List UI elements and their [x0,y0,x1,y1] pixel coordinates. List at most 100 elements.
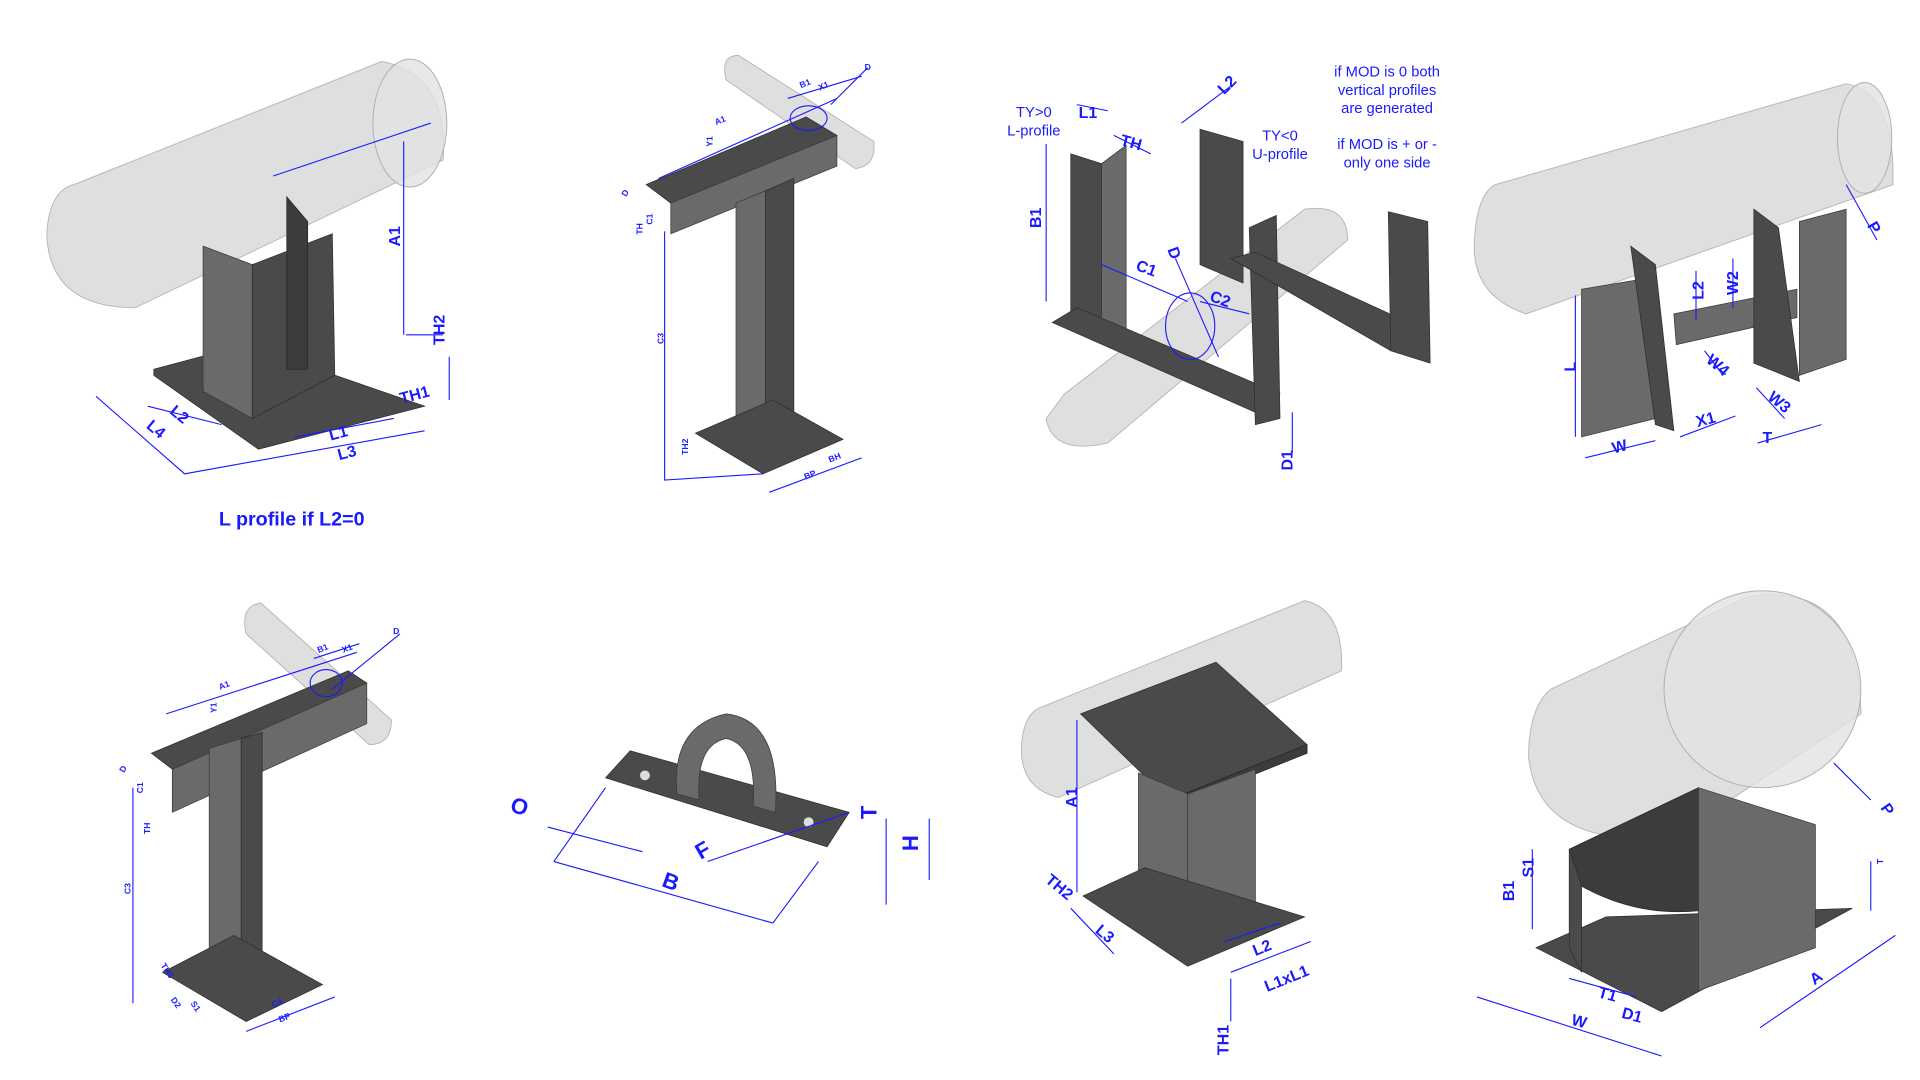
base-plate [161,934,324,1022]
dim-TH: TH [1119,132,1144,154]
dim-S1: S1 [189,999,203,1014]
bolt-hole [803,817,814,828]
dimension-lines [132,633,401,1032]
dim-L2: L2 [1215,73,1240,98]
dim-C1: C1 [644,213,654,224]
dimension-lines [1070,720,1311,1022]
panel-4-saddle: P L2 W2 L W4 W3 X1 W T [1473,81,1894,459]
dim-B1: B1 [1501,881,1518,902]
dim-L3: L3 [336,443,359,464]
mod-note-1: if MOD is 0 both [1334,64,1440,80]
clamp-strap [675,713,777,813]
dimension-lines [547,787,930,924]
dim-C3: C3 [655,333,665,344]
caption: L profile if L2=0 [219,509,365,531]
pipe-end [1663,590,1862,789]
dim-B1: B1 [798,77,812,90]
dimension-lines [95,122,450,475]
gusset [286,195,309,370]
dim-A1: A1 [713,114,727,127]
dim-TH1: TH1 [1215,1025,1232,1055]
mod-note-2: only one side [1344,155,1431,171]
dim-H: H [898,835,923,851]
pipe-circle [789,105,828,132]
dim-A1: A1 [217,678,231,691]
dim-B: B [659,867,683,896]
panel-1-shoe-base-plate: A1 TH2 TH1 L1 L2 L3 L4 L profile if L2=0 [46,58,450,531]
dim-C4: C4 [270,996,284,1009]
dim-BH: BH [827,451,842,465]
pipe-end [372,58,448,188]
dim-O: O [507,792,532,821]
dim-L1xL1: L1xL1 [1262,963,1311,996]
post-side [765,177,795,438]
label-ty-negative: TY<0 [1262,128,1298,144]
cradle-front [1568,849,1582,973]
panel-5-t-post-u: A1 B1 X1 D Y1 D C1 TH C3 TH3 D2 S1 C4 BP [117,602,401,1032]
dim-C1: C1 [1134,258,1159,281]
dim-L1: L1 [327,423,350,444]
label-l-profile: L-profile [1007,123,1060,139]
dim-T: T [1875,858,1885,864]
dim-D: D [1163,245,1183,262]
dim-B1: B1 [316,642,330,655]
mod-note-2: if MOD is + or - [1337,137,1437,153]
l-profile-left-side [1101,144,1127,339]
label-u-profile: U-profile [1252,147,1308,163]
dim-L4: L4 [143,417,168,442]
dim-D: D [393,626,399,636]
panel-3-profile-frame: TY>0 L-profile L1 TH L2 TY<0 U-profile i… [1007,64,1440,470]
dim-TH1: TH1 [398,384,432,408]
dim-W2: W2 [1725,271,1742,295]
dim-D-left: D [117,764,129,774]
dimension-lines [1045,85,1293,453]
panel-7-i-support: A1 TH2 L3 L2 L1xL1 TH1 [1021,600,1343,1055]
cradle-side [1698,787,1816,992]
label-ty-positive: TY>0 [1016,105,1052,121]
bottom-beam [1051,307,1281,413]
dim-TH: TH [142,823,152,834]
bolt-hole [640,770,650,781]
dimension-lines [658,67,869,493]
pipe-end [1837,81,1893,194]
dim-L3: L3 [1092,922,1117,947]
dimension-lines [1574,184,1878,459]
dim-W: W [1570,1012,1590,1033]
web-right [1753,208,1800,383]
clamp-flange [604,750,850,848]
mod-note-1: are generated [1341,101,1433,117]
dim-D: D [865,62,871,72]
dimension-lines [1476,762,1896,1057]
dim-D1: D1 [1620,1005,1644,1027]
dim-C3: C3 [122,883,132,894]
pipe-circle [309,668,343,698]
dim-C2: C2 [1207,288,1232,311]
dim-TH2: TH2 [680,438,690,454]
dim-D1: D1 [1279,450,1296,471]
dim-A1: A1 [1064,787,1081,808]
base-plate [1082,867,1306,967]
panel-6-pipe-clamp: O F T H B [507,713,930,924]
side-plate-right [1799,208,1847,376]
dim-T: T [1762,430,1772,447]
panel-2-t-post: A1 B1 X1 D Y1 D TH C1 C3 TH2 BH BP [619,54,875,493]
dim-W: W [1610,437,1630,458]
dim-T1: T1 [1596,984,1619,1005]
dim-T: T [856,805,881,819]
dim-W3: W3 [1764,388,1793,417]
dim-L1: L1 [1079,105,1098,122]
u-profile-back [1199,128,1244,284]
dim-A1: A1 [387,226,404,247]
dim-X1: X1 [817,79,831,92]
dim-TH2: TH2 [431,315,448,345]
dim-BP: BP [277,1011,292,1025]
dim-X1: X1 [340,642,354,655]
dim-L2: L2 [1690,281,1707,300]
u-profile-far [1387,211,1431,364]
base-plate [694,399,844,475]
mod-note-1: vertical profiles [1338,83,1436,99]
dim-D2: D2 [169,995,184,1010]
panel-8-cradle: P S1 B1 T T1 D1 W A [1476,590,1897,1057]
dim-L2: L2 [1250,937,1274,960]
